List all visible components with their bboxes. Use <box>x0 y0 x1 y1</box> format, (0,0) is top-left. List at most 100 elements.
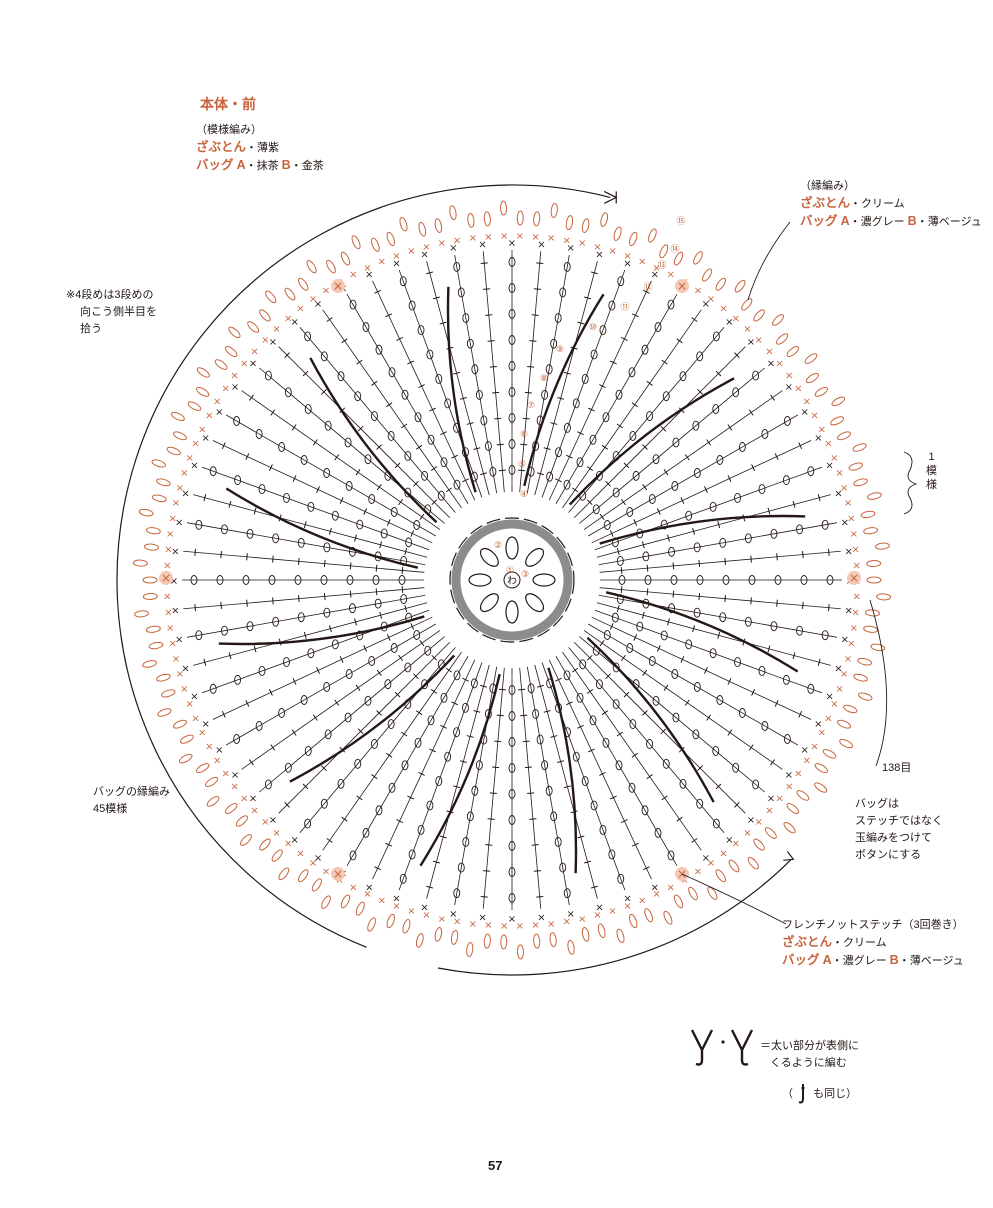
edging-stitch <box>814 763 828 774</box>
puff-stitch <box>579 659 587 670</box>
edging-legend: （縁編み） ざぶとん・クリーム バッグ A・濃グレー B・薄ベージュ <box>800 178 982 231</box>
puff-stitch <box>608 300 616 311</box>
pattern-ray <box>562 309 702 509</box>
pattern-ray <box>594 609 823 694</box>
pattern-ray <box>299 647 456 834</box>
edging-stitch <box>326 259 336 274</box>
dc-bar <box>466 735 474 738</box>
puff-stitch <box>628 367 636 378</box>
edging-sc: × <box>830 699 838 710</box>
french-knot-bag: バッグ A・濃グレー B・薄ベージュ <box>782 952 964 970</box>
row-number: ⑩ <box>589 323 597 333</box>
puff-stitch <box>667 850 675 861</box>
puff-stitch <box>258 484 266 494</box>
puff-stitch <box>508 685 516 695</box>
dc-bar <box>727 729 733 736</box>
dc-bar <box>401 566 404 574</box>
puff-stitch <box>545 364 553 375</box>
edging-stitch <box>500 934 508 950</box>
sc-mark: × <box>215 407 223 418</box>
puff-stitch <box>337 371 345 382</box>
dc-bar <box>303 521 307 529</box>
dc-bar <box>646 380 653 386</box>
puff-stitch <box>576 692 584 703</box>
edging-stitch <box>196 763 210 774</box>
dc-bar <box>376 444 382 450</box>
edging-stitch <box>600 212 609 227</box>
edging-stitch <box>753 838 765 851</box>
pattern-ray <box>226 623 436 746</box>
sc-mark: × <box>623 894 631 905</box>
dc-bar <box>334 454 340 461</box>
puff-stitch <box>696 798 704 809</box>
sc-mark: × <box>595 250 603 261</box>
puff-stitch <box>255 721 263 731</box>
pattern-ray <box>534 664 598 899</box>
cable-spoke <box>446 286 477 493</box>
puff-stitch <box>719 537 727 548</box>
bracket-arc-bottom <box>437 858 792 976</box>
edging-stitch <box>565 215 574 231</box>
sc-mark: × <box>651 270 659 281</box>
puff-stitch <box>732 762 740 773</box>
edging-stitch <box>860 510 876 519</box>
sc-mark: × <box>834 663 842 674</box>
sc-mark: × <box>365 270 373 281</box>
edging-sc: × <box>469 919 477 930</box>
puff-stitch <box>774 575 782 585</box>
dc-bar <box>646 564 649 572</box>
cluster-stitch <box>505 536 519 560</box>
edging-stitch <box>142 592 158 600</box>
puff-stitch <box>209 683 217 694</box>
puff-stitch <box>323 542 331 553</box>
edging-sc: × <box>176 669 184 680</box>
edging-stitch <box>298 277 309 291</box>
leader-stitch-count <box>869 599 888 767</box>
dc-bar <box>228 500 232 508</box>
edging-sc: × <box>392 251 400 262</box>
dc-bar <box>672 590 675 598</box>
dc-bar <box>339 497 344 504</box>
dc-bar <box>480 262 488 265</box>
puff-stitch <box>660 630 668 641</box>
dc-bar <box>487 818 495 820</box>
puff-stitch <box>424 645 432 656</box>
dc-bar <box>431 499 438 506</box>
dc-bar <box>586 466 594 472</box>
puff-stitch <box>408 849 416 860</box>
edging-stitch <box>533 211 541 227</box>
edging-sc: × <box>835 468 843 479</box>
stitch-count: 138目 <box>882 762 912 774</box>
sc-mark: × <box>595 902 603 913</box>
sc-mark: × <box>171 605 179 616</box>
bracket-arc-left <box>116 184 611 948</box>
puff-stitch <box>709 648 717 659</box>
pattern-ray <box>193 602 428 666</box>
puff-stitch <box>380 528 388 539</box>
dc-bar <box>396 819 403 824</box>
sc-mark: × <box>181 489 189 500</box>
pattern-bag-a-color: ・抹茶 <box>245 160 279 172</box>
dc-bar <box>555 677 562 682</box>
cable-spoke <box>605 591 799 673</box>
puff-stitch <box>716 695 724 705</box>
one-repeat-3: 様 <box>926 479 937 491</box>
dc-bar <box>529 818 537 820</box>
edging-sc: × <box>851 545 859 556</box>
edging-sc: × <box>765 806 773 817</box>
pattern-zabuton-label: ざぶとん <box>196 140 247 154</box>
dc-bar <box>641 611 645 619</box>
edging-stitch <box>673 894 684 909</box>
dc-bar <box>407 360 414 365</box>
dc-bar <box>419 513 425 521</box>
puff-stitch <box>693 607 701 618</box>
dc-bar <box>584 860 592 864</box>
bag-button-note: バッグは ステッチではなく 玉編みをつけて ボタンにする <box>855 796 943 864</box>
puff-stitch <box>364 695 372 706</box>
puff-stitch <box>258 666 266 676</box>
edging-bag-b: B <box>907 214 917 228</box>
sc-mark: × <box>785 770 793 781</box>
french-knot-zabuton-color: ・クリーム <box>832 937 887 949</box>
edging-sc: × <box>284 839 292 850</box>
edging-stitch <box>271 849 283 862</box>
